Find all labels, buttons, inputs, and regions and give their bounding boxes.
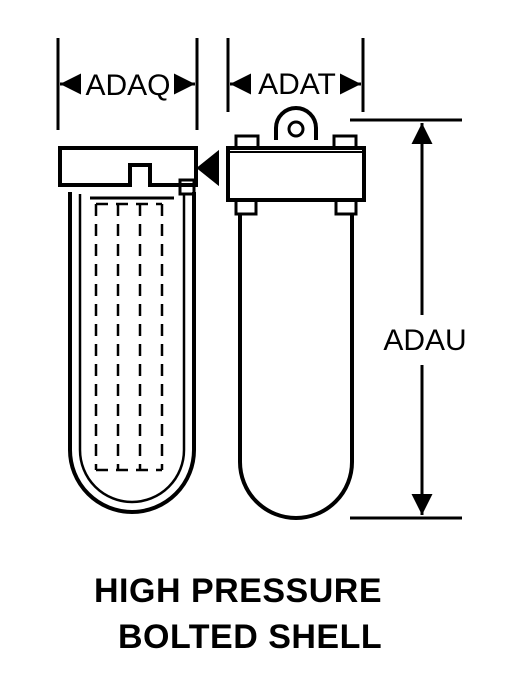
caption-line-1: HIGH PRESSURE <box>94 572 382 610</box>
right-shell-body <box>238 214 354 520</box>
lifting-eye <box>274 106 318 140</box>
adau-label: ADAU <box>383 324 466 357</box>
caption-line-2: BOLTED SHELL <box>118 618 383 656</box>
left-inner-shell <box>78 194 186 504</box>
head-pointer <box>196 149 219 187</box>
left-head-notch-right <box>178 178 196 196</box>
adat-label: ADAT <box>258 68 336 101</box>
adaq-label: ADAQ <box>85 69 170 102</box>
right-head-block <box>226 146 366 202</box>
dimension-adat: ADAT <box>226 38 365 112</box>
bolt-right <box>334 198 358 216</box>
dimension-adaq: ADAQ <box>56 38 199 130</box>
bolt-left <box>234 198 258 216</box>
lifting-eye-hole <box>287 120 305 138</box>
dimension-adau: ADAU <box>350 118 467 520</box>
right-housing-view <box>226 106 366 520</box>
filter-cartridge <box>94 202 164 472</box>
left-outer-shell <box>68 192 196 514</box>
left-head-block <box>58 146 198 187</box>
left-housing-view <box>58 146 219 514</box>
